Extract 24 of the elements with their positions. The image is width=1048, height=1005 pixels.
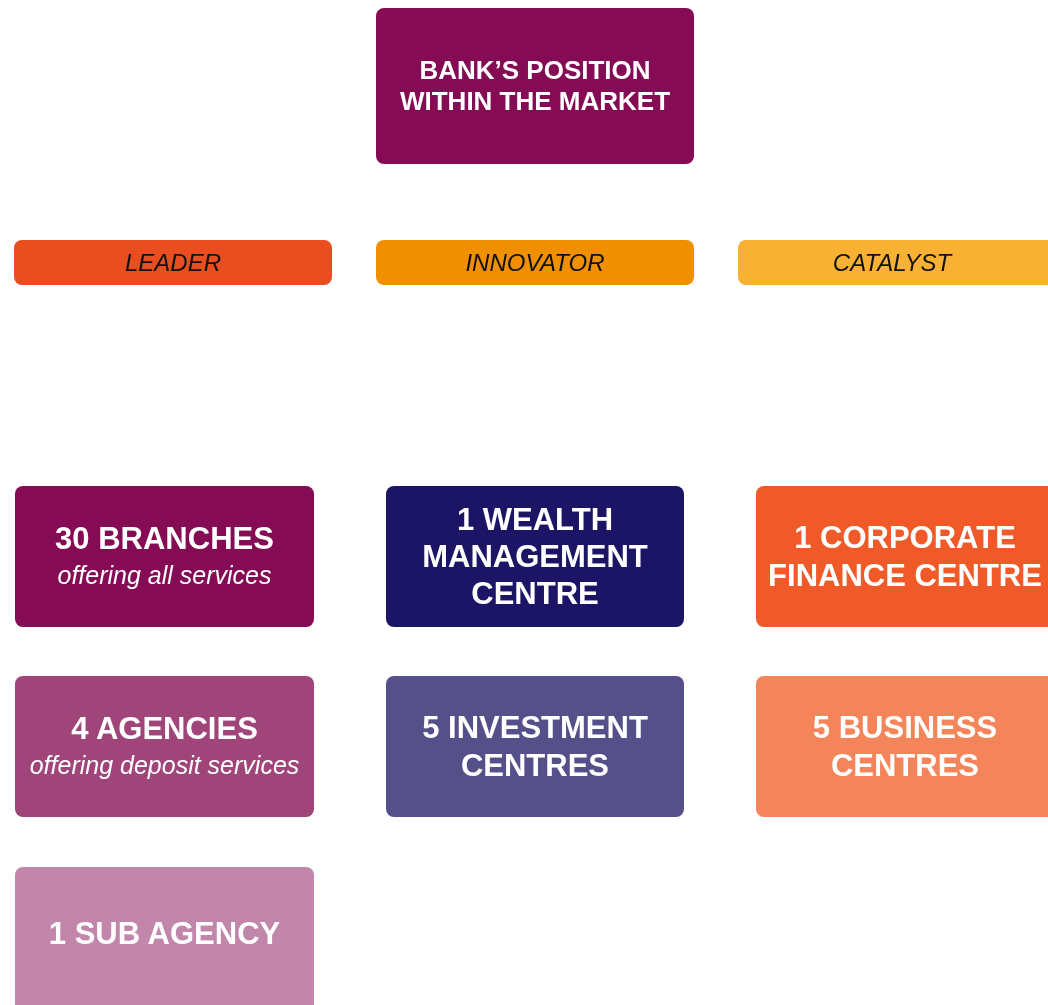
box-heading: 30 BRANCHES (55, 520, 274, 558)
box-heading: 1 CORPORATE FINANCE CENTRE (767, 519, 1043, 594)
stat-box (386, 486, 684, 627)
box-heading: 5 BUSINESS CENTRES (811, 709, 999, 784)
stat-box (756, 676, 1048, 817)
band-label: LEADER (124, 250, 221, 275)
category-band (738, 240, 1048, 285)
stat-box (756, 486, 1048, 627)
box-heading: BANK’S POSITION WITHIN THE MARKET (398, 54, 672, 118)
box-heading: 1 SUB AGENCY (48, 915, 281, 953)
box-heading: 4 AGENCIES (71, 710, 258, 748)
stat-box (15, 486, 314, 627)
band-label: INNOVATOR (465, 250, 605, 275)
stat-box (15, 676, 314, 817)
stat-box (15, 867, 314, 1005)
box-subtitle: offering deposit services (29, 749, 300, 781)
title-box (376, 8, 694, 164)
category-band (14, 240, 332, 285)
box-subtitle: offering all services (57, 559, 272, 591)
box-heading: 1 WEALTH MANAGEMENT CENTRE (421, 500, 649, 613)
stat-box (386, 676, 684, 817)
category-band (376, 240, 694, 285)
box-heading: 5 INVESTMENT CENTRES (421, 709, 649, 784)
band-label: CATALYST (832, 250, 952, 275)
